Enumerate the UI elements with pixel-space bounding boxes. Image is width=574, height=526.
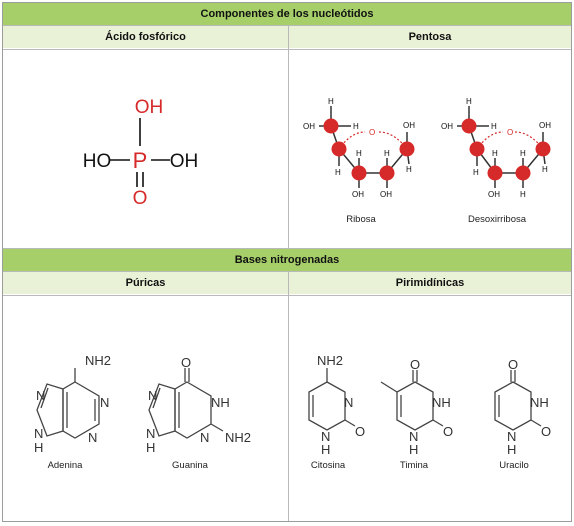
divider: [3, 248, 571, 249]
ribose-structure: OH H H O OH H H H H OH OH Ribosa: [303, 97, 415, 225]
atom-h: H: [473, 168, 479, 177]
atom-o: O: [541, 424, 551, 439]
atom-oh: OH: [488, 190, 500, 199]
atom-h: H: [146, 440, 155, 455]
atom-o: O: [355, 424, 365, 439]
atom-n: N: [36, 388, 45, 403]
divider: [3, 25, 571, 26]
cytosine-label: Citosina: [311, 460, 346, 471]
divider: [3, 271, 571, 272]
atom-o-bottom: O: [133, 188, 148, 209]
atom-n: N: [409, 429, 418, 444]
atom-ho-left: HO: [83, 151, 112, 172]
header-pentose: Pentosa: [289, 26, 571, 48]
atom-oh-top: OH: [135, 97, 164, 118]
ribose-label: Ribosa: [346, 214, 376, 225]
atom-o: O: [410, 357, 420, 372]
atom-h: H: [542, 165, 548, 174]
atom-h: H: [520, 190, 526, 199]
guanine-label: Guanina: [172, 460, 209, 471]
atom-oh: OH: [403, 121, 415, 130]
atom-n: N: [100, 395, 109, 410]
atom-h: H: [34, 440, 43, 455]
atom-h: H: [492, 149, 498, 158]
thymine-label: Timina: [400, 460, 429, 471]
atom-nh: NH: [432, 395, 451, 410]
phosphoric-acid-cell: P OH HO OH O: [3, 50, 288, 248]
deoxyribose-structure: OH H H O OH H H H H OH H Desoxirribosa: [441, 97, 551, 225]
atom-n: N: [200, 430, 209, 445]
atom-h: H: [353, 122, 359, 131]
atom-nh2: NH2: [317, 353, 343, 368]
atom-nh: NH: [211, 395, 230, 410]
pentose-structures: OH H H O OH H H H H OH OH Ribosa: [303, 97, 551, 225]
header-purines: Púricas: [3, 272, 288, 294]
atom-h: H: [321, 442, 330, 457]
column-divider: [288, 26, 289, 248]
pyrimidines-cell: NH2 N N H O Citosina O NH N H O: [289, 296, 571, 521]
divider: [3, 295, 571, 296]
atom-o: O: [443, 424, 453, 439]
atom-oh: OH: [352, 190, 364, 199]
table-title: Componentes de los nucleótidos: [3, 3, 571, 25]
uracil-structure: [494, 370, 542, 431]
phosphoric-acid-structure: P OH HO OH O: [83, 97, 199, 209]
atom-o: O: [369, 128, 375, 137]
cytosine-structure: [308, 368, 356, 431]
atom-oh-right: OH: [170, 151, 199, 172]
atom-h: H: [409, 442, 418, 457]
atom-nh2: NH2: [225, 430, 251, 445]
atom-p: P: [133, 148, 148, 173]
atom-n: N: [507, 429, 516, 444]
atom-n: N: [321, 429, 330, 444]
header-pyrimidines: Pirimidínicas: [289, 272, 571, 294]
atom-oh: OH: [441, 122, 453, 131]
atom-o: O: [181, 355, 191, 370]
atom-h: H: [466, 97, 472, 106]
atom-h: H: [356, 149, 362, 158]
header-acid: Ácido fosfórico: [3, 26, 288, 48]
adenine-structure: [36, 368, 100, 439]
uracil-label: Uracilo: [499, 460, 529, 471]
atom-h: H: [520, 149, 526, 158]
atom-h: H: [335, 168, 341, 177]
atom-nh2: NH2: [85, 353, 111, 368]
atom-h: H: [328, 97, 334, 106]
divider: [3, 49, 571, 50]
atom-h: H: [507, 442, 516, 457]
atom-n: N: [344, 395, 353, 410]
atom-h: H: [384, 149, 390, 158]
atom-h: H: [406, 165, 412, 174]
deoxyribose-label: Desoxirribosa: [468, 214, 527, 225]
column-divider: [288, 272, 289, 521]
purines-cell: NH2 N N N H N Adenina O N NH: [3, 296, 288, 521]
atom-n: N: [88, 430, 97, 445]
pentose-cell: OH H H O OH H H H H OH OH Ribosa: [289, 50, 571, 248]
atom-n: N: [148, 388, 157, 403]
atom-o: O: [508, 357, 518, 372]
purine-structures: NH2 N N N H N Adenina O N NH: [34, 353, 251, 471]
atom-oh: OH: [539, 121, 551, 130]
atom-o: O: [507, 128, 513, 137]
atom-nh: NH: [530, 395, 549, 410]
atom-oh: OH: [380, 190, 392, 199]
atom-h: H: [491, 122, 497, 131]
bases-title: Bases nitrogenadas: [3, 249, 571, 271]
atom-oh: OH: [303, 122, 315, 131]
atom-n: N: [146, 426, 155, 441]
thymine-structure: [380, 370, 444, 431]
atom-n: N: [34, 426, 43, 441]
adenine-label: Adenina: [48, 460, 84, 471]
guanine-structure: [148, 368, 224, 439]
pyrimidine-structures: NH2 N N H O Citosina O NH N H O: [308, 353, 551, 471]
